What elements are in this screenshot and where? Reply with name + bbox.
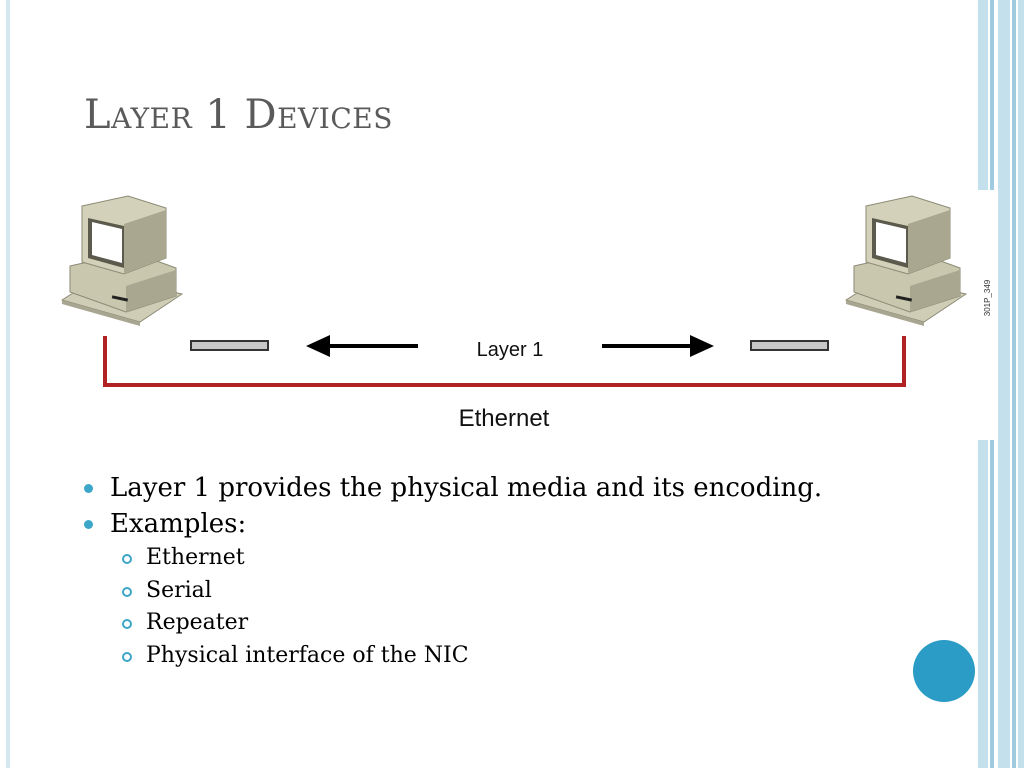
left-decorative-rule: [6, 0, 10, 768]
bullet-text: Examples:: [110, 509, 247, 539]
right-arrow-icon: [602, 335, 714, 357]
left-connector-bar: [190, 340, 269, 351]
sub-bullet-text: Physical interface of the NIC: [146, 642, 469, 668]
bullet-list: Layer 1 provides the physical media and …: [84, 470, 944, 672]
sub-bullet-ring-icon: [122, 554, 132, 564]
layer1-diagram: Layer 1 Ethernet 301P_349: [38, 190, 994, 440]
sub-bullet-text: Repeater: [146, 610, 249, 635]
sub-bullet-text: Ethernet: [146, 545, 245, 570]
ethernet-cable: [103, 336, 906, 387]
bullet-item: Examples:: [84, 506, 944, 542]
slide-title: Layer 1 Devices: [84, 92, 393, 138]
right-connector-bar: [750, 340, 829, 351]
layer-label: Layer 1: [477, 339, 544, 361]
sub-bullet-text: Serial: [146, 577, 212, 603]
desktop-computer-icon: [60, 195, 184, 326]
figure-code: 301P_349: [983, 279, 992, 316]
bullet-text: Layer 1 provides the physical media and …: [110, 473, 823, 503]
cable-label: Ethernet: [459, 405, 550, 432]
sub-bullet-ring-icon: [122, 619, 132, 629]
sub-bullet-item: Serial: [84, 575, 944, 608]
decorative-circle: [913, 640, 975, 702]
bullet-dot-icon: [84, 484, 93, 493]
sub-bullet-item: Ethernet: [84, 542, 944, 575]
sub-bullet-ring-icon: [122, 651, 132, 662]
desktop-computer-icon: [844, 195, 968, 326]
sub-bullet-item: Repeater: [84, 607, 944, 640]
left-arrow-icon: [306, 335, 418, 357]
sub-bullet-ring-icon: [122, 586, 132, 597]
sub-bullet-item: Physical interface of the NIC: [84, 640, 944, 673]
bullet-item: Layer 1 provides the physical media and …: [84, 470, 944, 506]
bullet-dot-icon: [84, 520, 93, 529]
